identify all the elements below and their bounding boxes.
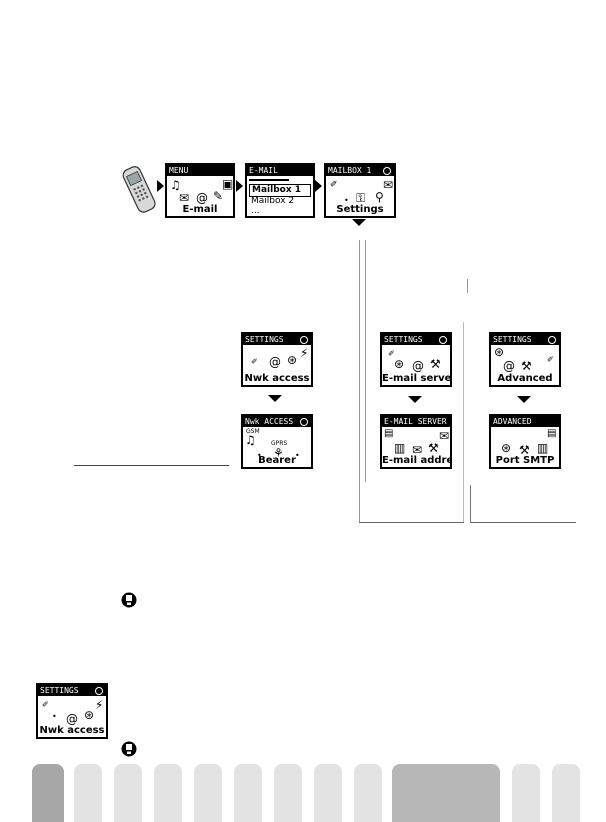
pen-icon: ✐ (388, 349, 395, 358)
globe-icon: ⊛ (394, 357, 405, 371)
arrow-down-icon (352, 219, 366, 226)
mail-icon: ✉ (412, 443, 423, 457)
phone-icon (122, 166, 156, 213)
email-screen: E-MAIL Mailbox 1 Mailbox 2 ... (245, 163, 315, 218)
settings-bottom-screen: SETTINGS ✐ • @ ⊛ ⚡ Nwk access (36, 683, 108, 739)
mailbox-screen: MAILBOX 1 ✐ ✉ ⚿ ⚲ • Settings (324, 163, 396, 218)
chapter-tab[interactable] (314, 764, 342, 822)
key-icon: ⚿ (356, 191, 366, 205)
warning-icon (121, 592, 137, 608)
small-label: GPRS (271, 440, 288, 447)
email-server-screen: E-MAIL SERVER ▤ ✉ ▥ ✉ ⚒ E-mail address (380, 414, 452, 469)
screen-title: MENU (167, 165, 233, 176)
screen-caption: E-mail server (382, 373, 452, 384)
tools-icon: ⚒ (428, 441, 439, 455)
settings-adv-screen: SETTINGS ⊛ @ ⚒ ✐ Advanced (489, 332, 561, 387)
globe-icon: ⊛ (287, 353, 298, 367)
screen-caption: Settings (336, 204, 384, 215)
at-icon: @ (196, 191, 208, 205)
at-icon: @ (269, 355, 281, 369)
pen-icon: ✎ (213, 189, 224, 203)
dot-icon: • (52, 712, 57, 721)
dot-icon: • (257, 451, 262, 460)
pen-icon: ✐ (251, 357, 258, 366)
chapter-tab[interactable] (114, 764, 142, 822)
pen-icon: ✐ (42, 700, 49, 709)
screen-title: E-MAIL (247, 165, 313, 176)
list-item[interactable]: ... (251, 206, 260, 216)
screen-caption: Port SMTP (495, 455, 555, 466)
signal-icon: ⚡ (300, 346, 309, 360)
globe-icon: ⊛ (501, 441, 512, 455)
at-icon: @ (66, 712, 78, 726)
screen-caption: Advanced (497, 373, 553, 384)
at-icon: @ (412, 359, 424, 373)
settings-nwk-screen: SETTINGS ✐ @ ⊛ ⚡ Nwk access (241, 332, 313, 387)
globe-icon: ⊛ (84, 708, 95, 722)
arrow-right-icon (157, 180, 164, 192)
dot-icon: • (295, 451, 300, 460)
arrow-down-icon (408, 396, 422, 403)
tools-icon: ⚒ (521, 359, 532, 373)
box-icon: ▣ (222, 177, 234, 191)
doc-icon: ▥ (394, 441, 406, 455)
chapter-tab[interactable] (74, 764, 102, 822)
warning-icon (121, 741, 137, 757)
envelope-icon: ✉ (383, 178, 394, 192)
box-icon: ▤ (384, 428, 394, 439)
arrow-down-icon (268, 395, 282, 402)
chapter-tab[interactable] (154, 764, 182, 822)
chapter-tab[interactable] (274, 764, 302, 822)
tools-icon: ⚒ (430, 357, 441, 371)
screen-caption: Nwk access (39, 725, 105, 736)
screen-title: SETTINGS (382, 334, 450, 345)
envelope-icon: ✉ (179, 191, 190, 205)
pen-icon: ✐ (330, 180, 338, 190)
box-icon: ▤ (547, 428, 557, 439)
screen-title: E-MAIL SERVER (382, 416, 450, 427)
chapter-tab[interactable] (234, 764, 262, 822)
chapter-tab[interactable] (512, 764, 540, 822)
arrow-right-icon (236, 180, 243, 192)
globe-icon: ⊛ (494, 345, 505, 359)
doc-icon: ▥ (537, 441, 549, 455)
screen-title: ADVANCED (491, 416, 559, 427)
list-item[interactable]: Mailbox 1 (249, 184, 311, 197)
screen-caption: E-mail address (382, 455, 450, 466)
screen-title: SETTINGS (491, 334, 559, 345)
arrow-down-icon (517, 396, 531, 403)
advanced-screen: ADVANCED ▤ ⊛ ⚒ ▥ Port SMTP (489, 414, 561, 469)
envelope-icon: ✉ (439, 429, 450, 443)
pin-icon: ⚲ (375, 190, 384, 204)
arrow-right-icon (315, 180, 322, 192)
chapter-tab[interactable] (552, 764, 580, 822)
screen-caption: Bearer (258, 455, 296, 466)
screen-title: MAILBOX 1 (326, 165, 394, 176)
sound-icon: ♫ (245, 433, 256, 447)
sound-icon: ♫ (170, 178, 181, 192)
nwk-access-screen: Nwk ACCESS GSM ♫ GPRS ⚘ • • Bearer (241, 414, 313, 469)
pen-icon: ✐ (547, 355, 554, 364)
at-icon: @ (503, 359, 515, 373)
list-item[interactable]: Mailbox 2 (251, 196, 295, 206)
antenna-icon: ⚘ (273, 446, 284, 460)
chapter-tab[interactable] (392, 764, 500, 822)
dot-icon: • (344, 196, 349, 205)
small-label: GSM (246, 428, 260, 435)
chapter-tab[interactable] (354, 764, 382, 822)
screen-caption: Nwk access (244, 373, 310, 384)
settings-email-screen: SETTINGS ✐ ⊛ @ ⚒ E-mail server (380, 332, 452, 387)
screen-title: Nwk ACCESS (243, 416, 311, 427)
tools-icon: ⚒ (519, 443, 530, 457)
chapter-tab[interactable] (194, 764, 222, 822)
menu-screen: MENU ♫ ▣ ✉ @ ✎ E-mail (165, 163, 235, 218)
screen-title: SETTINGS (38, 685, 106, 696)
screen-title: SETTINGS (243, 334, 311, 345)
chapter-tab[interactable] (32, 764, 64, 822)
signal-icon: ⚡ (95, 698, 104, 712)
screen-caption: E-mail (182, 204, 218, 215)
